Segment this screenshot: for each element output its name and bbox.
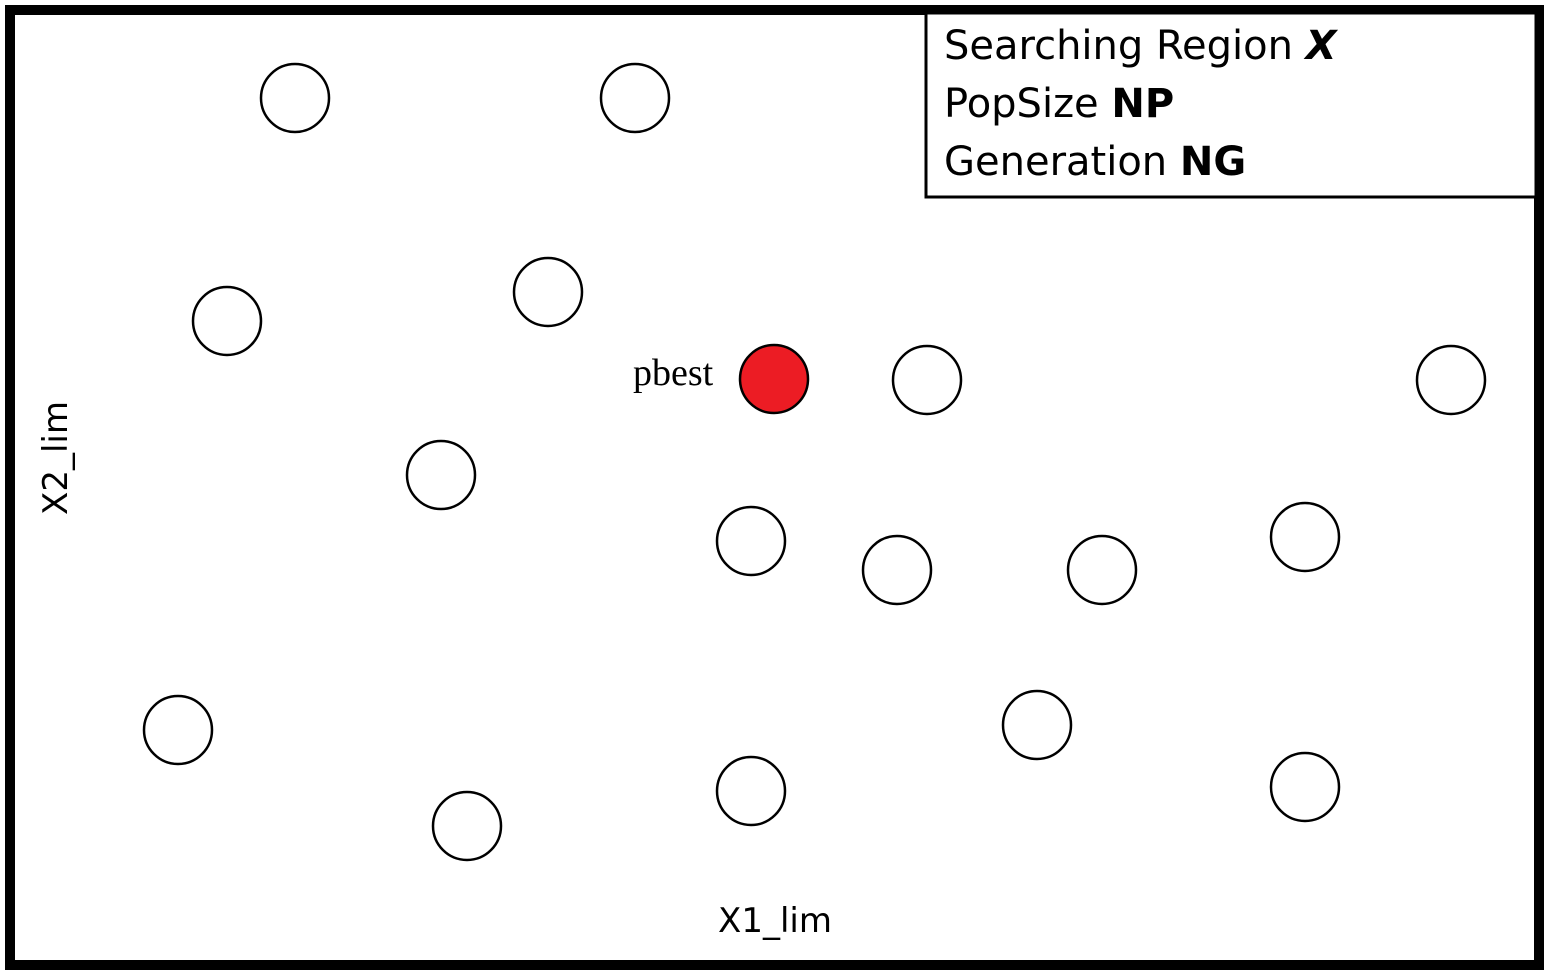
- population: [142, 62, 1487, 862]
- individual: [405, 439, 477, 511]
- individual: [142, 694, 214, 766]
- x-axis-label: X1_lim: [718, 901, 832, 941]
- legend-line-searching-region: Searching Region X: [944, 23, 1339, 69]
- legend-line2-prefix: PopSize: [944, 81, 1111, 127]
- individual: [861, 534, 933, 606]
- legend-line3-prefix: Generation: [944, 139, 1180, 185]
- legend: Searching Region X PopSize NP Generation…: [924, 11, 1538, 199]
- legend-line-popsize: PopSize NP: [944, 81, 1174, 127]
- individual: [259, 62, 331, 134]
- individual: [599, 62, 671, 134]
- individual: [1269, 501, 1341, 573]
- legend-line-generation: Generation NG: [944, 139, 1246, 185]
- individual: [1001, 689, 1073, 761]
- legend-line3-symbol: NG: [1180, 139, 1246, 185]
- y-axis-label: X2_lim: [36, 401, 76, 515]
- individual: [1066, 534, 1138, 606]
- legend-line2-symbol: NP: [1111, 81, 1174, 127]
- individual: [512, 256, 584, 328]
- legend-line1-symbol: X: [1303, 23, 1339, 69]
- individual: [1269, 751, 1341, 823]
- individual: [891, 344, 963, 416]
- individual: [715, 755, 787, 827]
- legend-line1-prefix: Searching Region: [944, 23, 1306, 69]
- individual: [191, 285, 263, 357]
- individual: [431, 790, 503, 862]
- individual: [1415, 344, 1487, 416]
- individual: [715, 505, 787, 577]
- legend-box: [924, 11, 1538, 199]
- pbest-individual: [738, 343, 810, 415]
- pbest-label: pbest: [633, 352, 714, 394]
